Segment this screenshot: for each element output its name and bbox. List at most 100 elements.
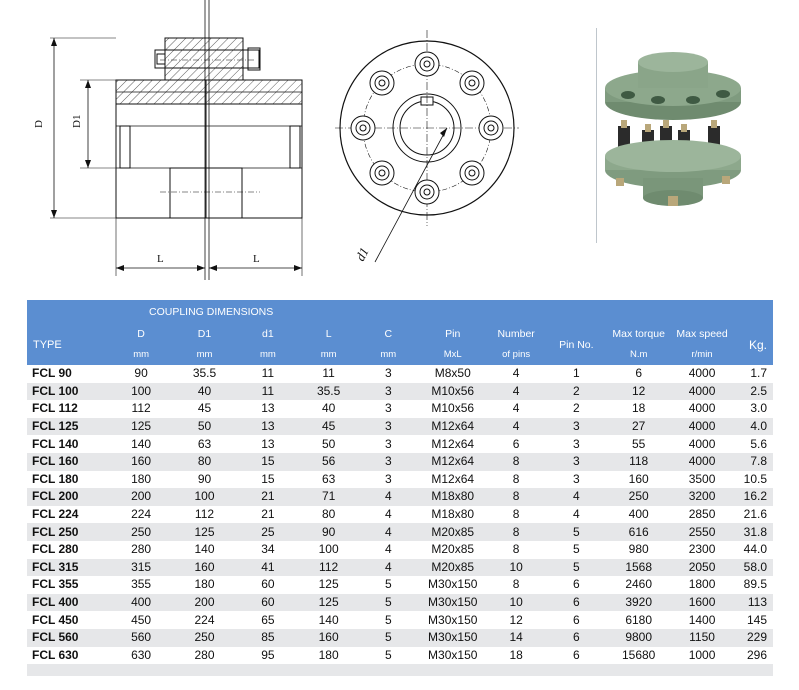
- cell-d: 90: [134, 366, 148, 381]
- cell-kg: 58.0: [733, 558, 773, 577]
- header-c: C: [357, 324, 419, 343]
- cell-num-pins: 8: [486, 488, 546, 506]
- cell-small-d1: 15: [236, 452, 300, 471]
- cell-kg: 4.0: [733, 417, 773, 436]
- cell-l: 80: [321, 507, 336, 522]
- cell-kg: 2.5: [733, 382, 773, 401]
- cell-type: FCL 140: [32, 436, 79, 451]
- cell-pin: M12x64: [418, 452, 487, 471]
- cell-kg: 21.6: [743, 507, 767, 522]
- header-pin-mxl: MxL: [418, 343, 487, 365]
- cell-l: 140: [318, 612, 339, 627]
- cell-torque: 250: [606, 488, 671, 506]
- cell-pin-no: 6: [572, 647, 580, 662]
- cell-num-pins: 4: [512, 401, 520, 416]
- cell-l: 50: [321, 436, 336, 451]
- cell-l: 100: [318, 542, 339, 557]
- cell-num-pins: 8: [486, 452, 546, 471]
- cell-small-d1: 13: [261, 436, 275, 451]
- cell-c: 4: [384, 542, 392, 557]
- dim-label-l-left: L: [157, 253, 164, 265]
- header-torque: Max torque: [606, 324, 671, 343]
- cell-kg: 31.8: [733, 523, 773, 541]
- cell-d1: 200: [172, 593, 237, 612]
- unit-speed: r/min: [670, 343, 734, 365]
- bolt-holes: [350, 51, 504, 205]
- cell-small-d1: 13: [261, 401, 275, 416]
- cell-speed: 4000: [688, 436, 716, 451]
- cell-c: 5: [357, 628, 419, 647]
- cell-c: 4: [357, 488, 419, 506]
- header-number: Number: [486, 324, 546, 343]
- side-section-drawing: D D1 L L: [33, 0, 303, 280]
- cell-num-pins: 14: [486, 628, 546, 647]
- cell-d1: 125: [172, 523, 237, 541]
- cell-torque: 616: [606, 523, 671, 541]
- cell-small-d1: 11: [236, 382, 300, 401]
- cell-l: 35.5: [299, 382, 358, 401]
- unit-d: mm: [109, 343, 173, 365]
- cell-torque: 12: [606, 382, 671, 401]
- cell-small-d1: 41: [236, 558, 300, 577]
- header-of-pins: of pins: [486, 343, 546, 365]
- cell-pin: M10x56: [418, 382, 487, 401]
- cell-d1: 90: [197, 471, 212, 486]
- cell-pin-no: 3: [545, 417, 607, 436]
- cell-pin-no: 2: [572, 401, 580, 416]
- header-kg: Kg.: [733, 324, 773, 365]
- cell-d1: 50: [172, 417, 237, 436]
- cell-type: FCL 250: [27, 523, 110, 541]
- header-speed: Max speed: [670, 324, 734, 343]
- cell-c: 4: [357, 523, 419, 541]
- cell-d: 355: [131, 577, 152, 592]
- cell-torque: 3920: [606, 593, 671, 612]
- cell-d1: 45: [197, 401, 212, 416]
- cell-small-d1: 60: [236, 593, 300, 612]
- cell-d1: 224: [194, 612, 215, 627]
- cell-type: FCL 560: [27, 628, 110, 647]
- cell-pin: M30x150: [428, 647, 478, 662]
- cell-torque: 18: [631, 401, 646, 416]
- cell-c: 3: [357, 417, 419, 436]
- unit-d1: mm: [172, 343, 237, 365]
- cell-l: 180: [318, 647, 339, 662]
- cell-speed: 2550: [670, 523, 734, 541]
- cell-d: 125: [109, 417, 173, 436]
- cell-type: FCL 355: [32, 577, 79, 592]
- cell-pin-no: 3: [545, 452, 607, 471]
- cell-type: FCL 112: [32, 401, 78, 416]
- cell-small-d1: 34: [261, 542, 275, 557]
- cell-type: FCL 630: [32, 647, 79, 662]
- cell-type: FCL 100: [27, 382, 110, 401]
- header-small-d1: d1: [236, 324, 300, 343]
- cell-num-pins: 8: [512, 577, 520, 592]
- cell-pin: M12x64: [431, 436, 475, 451]
- header-d1: D1: [172, 324, 237, 343]
- cell-small-d1: 60: [261, 577, 275, 592]
- cell-d: 180: [131, 471, 152, 486]
- cell-pin-no: 3: [572, 436, 580, 451]
- coupling-photo-icon: [605, 52, 741, 206]
- cell-pin-no: 4: [545, 488, 607, 506]
- cell-d1: 112: [194, 507, 215, 522]
- cell-num-pins: 8: [486, 523, 546, 541]
- cell-num-pins: 4: [512, 366, 520, 381]
- front-view-drawing: d1: [335, 30, 519, 263]
- cell-d1: 180: [194, 577, 215, 592]
- cell-l: 40: [321, 401, 336, 416]
- unit-c: mm: [357, 343, 419, 365]
- cell-speed: 4000: [670, 452, 734, 471]
- cell-pin: M8x50: [434, 366, 471, 381]
- table-title: COUPLING DIMENSIONS: [27, 300, 773, 324]
- cell-d1: 160: [172, 558, 237, 577]
- unit-l: mm: [299, 343, 358, 365]
- cell-c: 3: [384, 436, 392, 451]
- cell-l: 11: [322, 366, 335, 381]
- cell-pin: M12x64: [431, 471, 475, 486]
- cell-d1: 280: [194, 647, 215, 662]
- cell-torque: 2460: [625, 577, 653, 592]
- cell-speed: 2300: [688, 542, 716, 557]
